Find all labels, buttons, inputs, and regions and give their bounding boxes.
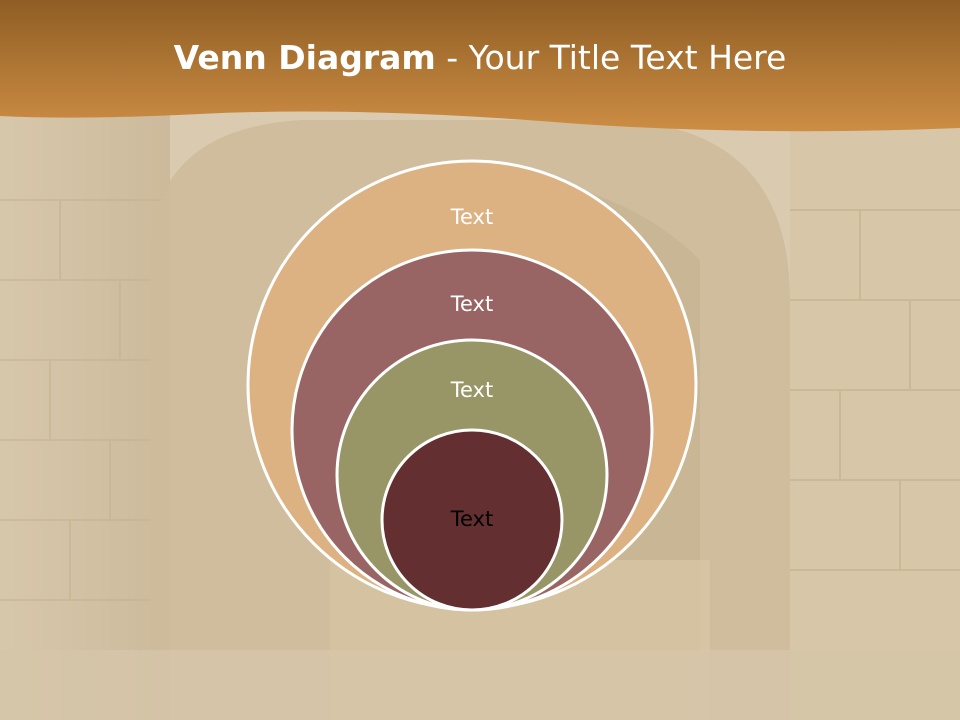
circle-second-label: Text (450, 292, 493, 316)
title-rest: - Your Title Text Here (435, 38, 787, 77)
slide-title: Venn Diagram - Your Title Text Here (0, 38, 960, 77)
title-bold: Venn Diagram (173, 38, 436, 77)
circle-outer-label: Text (450, 205, 493, 229)
circle-inner[interactable] (380, 428, 564, 612)
circle-inner-label: Text (450, 507, 493, 531)
circle-third-label: Text (450, 378, 493, 402)
